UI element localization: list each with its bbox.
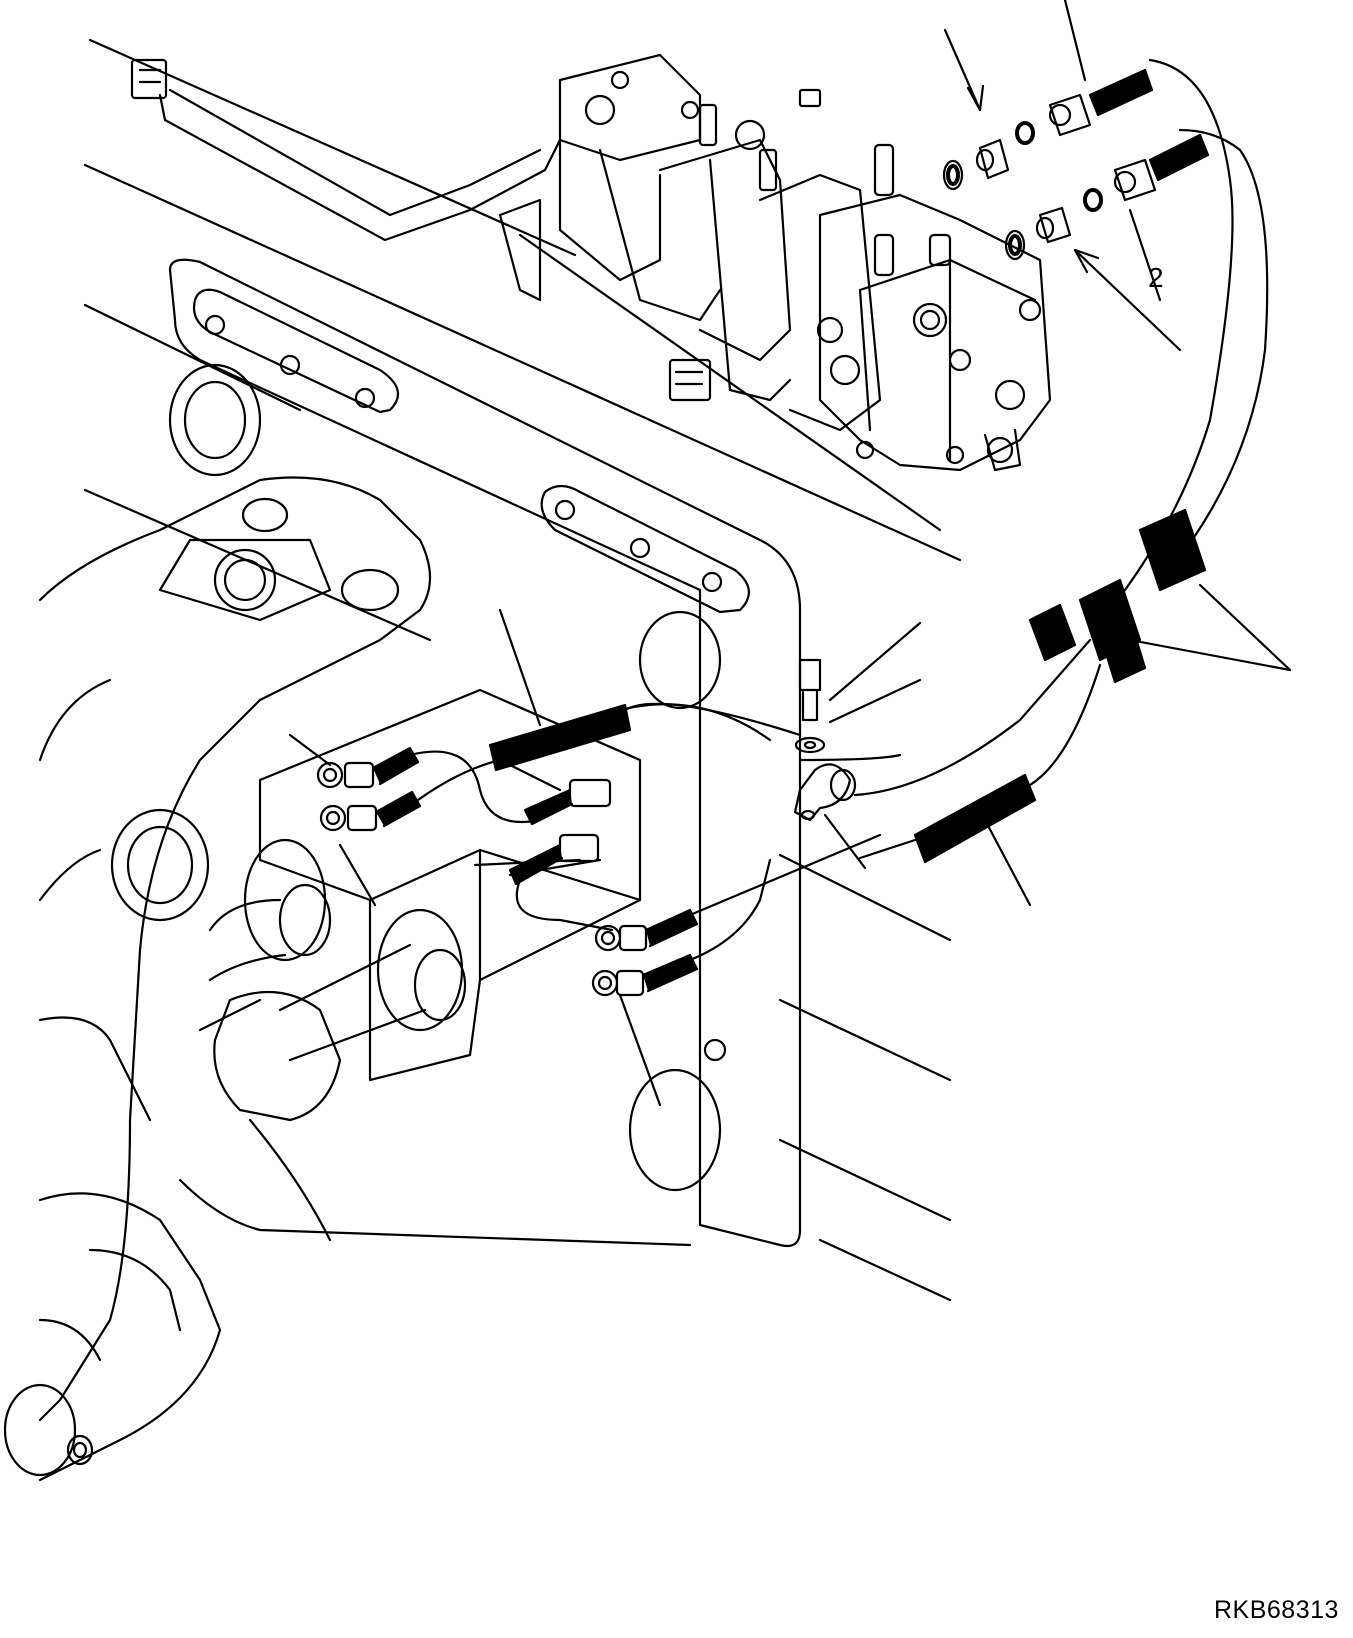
fitting-d <box>508 833 600 886</box>
fitting-b <box>319 790 422 832</box>
valve-fittings <box>942 68 1210 261</box>
fitting-a <box>316 746 420 789</box>
protective-sleeve-1 <box>488 703 632 772</box>
drawing-reference-code: RKB68313 <box>1214 1596 1339 1624</box>
hose-end-2 <box>1148 133 1210 182</box>
sleeve-ring-2 <box>1138 508 1207 592</box>
control-valve <box>498 53 1052 472</box>
clamp-assembly <box>793 621 922 870</box>
callout-number: 2 <box>1148 262 1164 293</box>
fitting-f <box>591 953 699 997</box>
long-hoses <box>853 58 1269 864</box>
hose-end-1 <box>1088 68 1154 117</box>
fitting-e <box>594 908 699 952</box>
axle-casting <box>3 476 431 1482</box>
upper-bracket <box>130 58 712 402</box>
frame-rails <box>83 38 962 1302</box>
fitting-c <box>523 778 612 826</box>
mounting-plate <box>168 258 802 1248</box>
leader-lines <box>288 0 1292 1107</box>
lower-hoses <box>316 702 902 997</box>
protective-sleeve-2 <box>913 773 1037 864</box>
axle-block <box>198 688 642 1082</box>
